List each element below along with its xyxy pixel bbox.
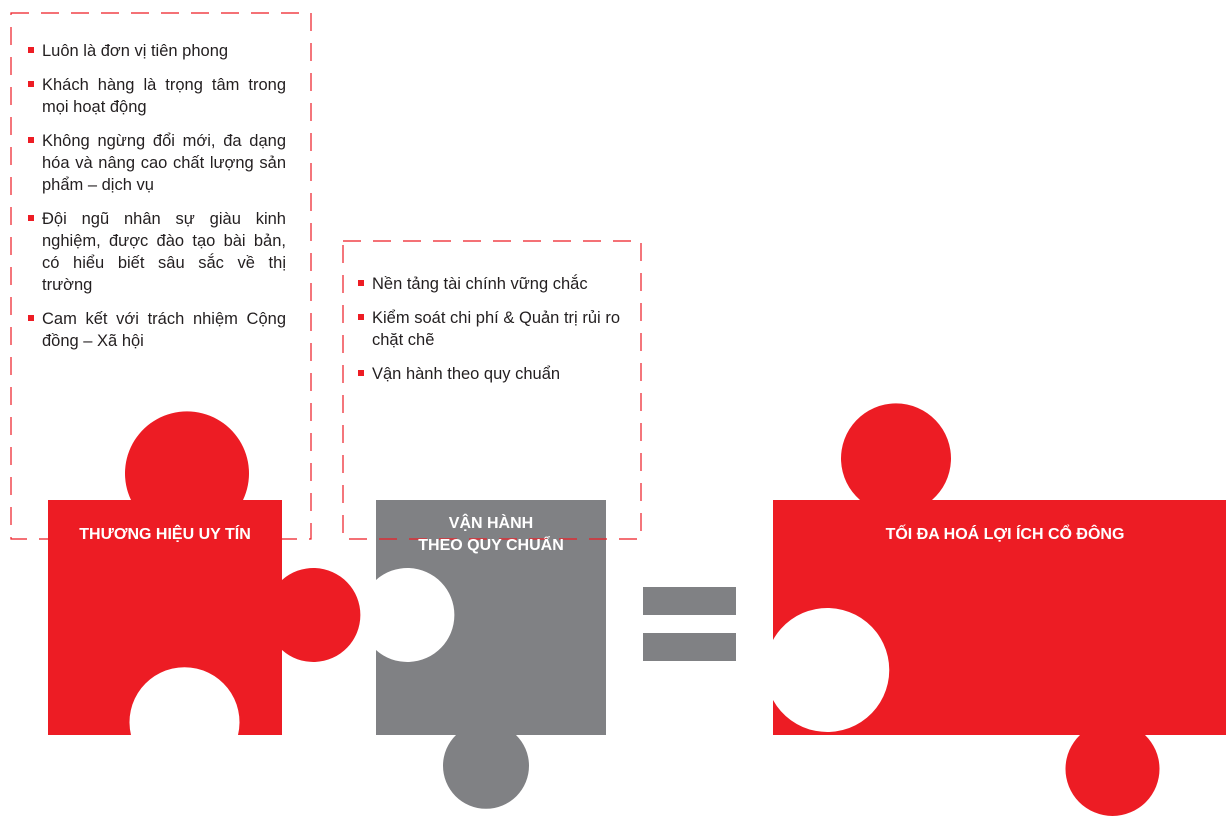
operation-label-line2: THEO QUY CHUẨN	[418, 537, 564, 554]
list-item: Đội ngũ nhân sự giàu kinh nghiệm, được đ…	[28, 208, 286, 296]
brand-details-box	[10, 12, 312, 540]
dashed-border	[10, 12, 312, 540]
list-item: Không ngừng đổi mới, đa dạng hóa và nâng…	[28, 130, 286, 196]
bullet-icon	[28, 215, 34, 221]
list-item: Vận hành theo quy chuẩn	[358, 363, 620, 385]
brand-puzzle-piece	[48, 411, 361, 735]
list-item: Kiểm soát chi phí & Quản trị rủi ro chặt…	[358, 307, 620, 351]
bullet-icon	[28, 47, 34, 53]
operation-puzzle-piece	[376, 500, 606, 809]
result-piece-label: TỐI ĐA HOÁ LỢI ÍCH CỔ ĐÔNG	[885, 526, 1125, 543]
equals-sign	[643, 587, 736, 661]
operation-label-line1: VẬN HÀNH	[448, 515, 534, 532]
list-item: Luôn là đơn vị tiên phong	[28, 40, 286, 62]
bullet-icon	[358, 314, 364, 320]
bullet-icon	[28, 315, 34, 321]
bullet-icon	[28, 137, 34, 143]
bullet-icon	[358, 280, 364, 286]
brand-piece-label: THƯƠNG HIỆU UY TÍN	[79, 526, 251, 543]
brand-details-list: Luôn là đơn vị tiên phong Khách hàng là …	[28, 40, 286, 364]
list-item: Nền tảng tài chính vững chắc	[358, 273, 620, 295]
bullet-icon	[28, 81, 34, 87]
operation-piece-label: VẬN HÀNH THEO QUY CHUẨN	[376, 513, 606, 557]
operation-details-list: Nền tảng tài chính vững chắc Kiểm soát c…	[358, 273, 620, 397]
bullet-icon	[358, 370, 364, 376]
list-item: Khách hàng là trọng tâm trong mọi hoạt đ…	[28, 74, 286, 118]
list-item: Cam kết với trách nhiệm Cộng đồng – Xã h…	[28, 308, 286, 352]
result-puzzle-piece	[773, 403, 1226, 816]
